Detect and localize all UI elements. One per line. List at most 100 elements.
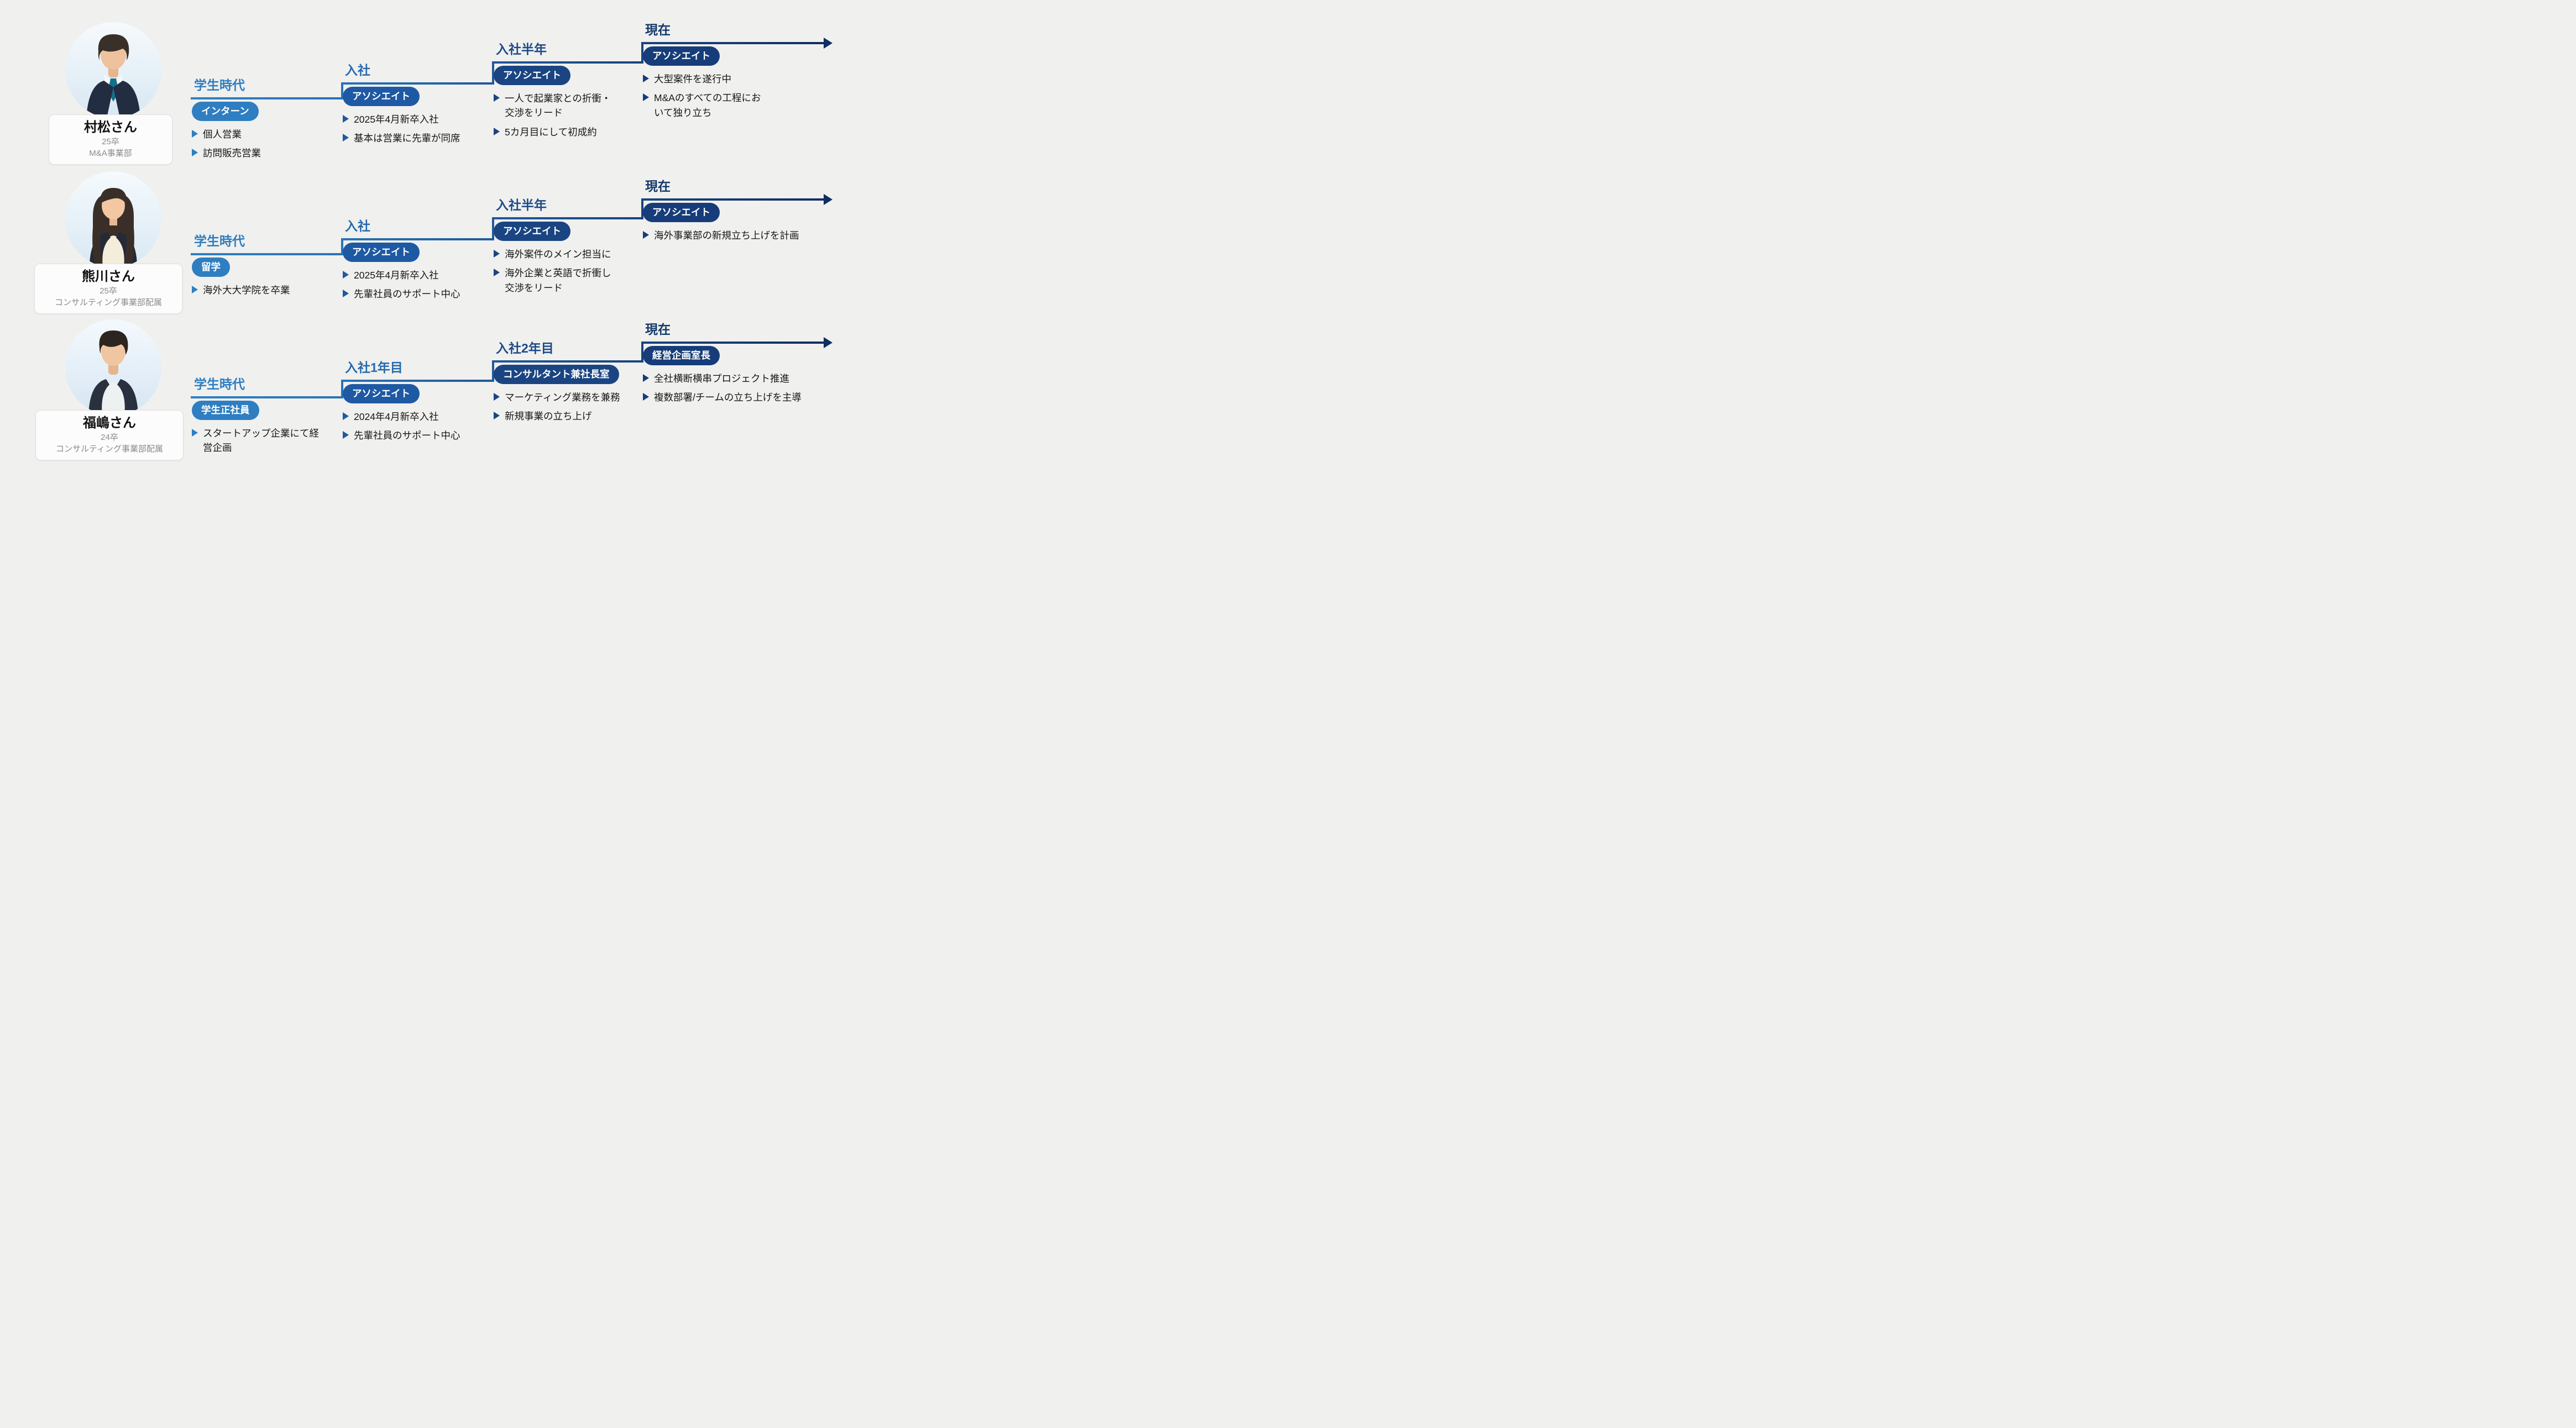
person-grad-year: 24卒 [101,433,118,442]
timeline-segment [492,217,641,219]
bullet-arrow-icon [343,290,349,298]
bullet-item: M&Aのすべての工程にお いて独り立ち [643,91,834,120]
timeline-riser [641,198,643,219]
timeline-riser [492,61,494,85]
bullet-text: 海外事業部の新規立ち上げを計画 [654,230,799,241]
bullet-text: 訪問販売営業 [203,148,261,159]
bullet-arrow-icon [192,130,198,138]
bullet-item: 海外大大学院を卒業 [192,283,330,297]
bullet-text: 基本は営業に先輩が同席 [354,133,460,144]
bullet-arrow-icon [343,134,349,142]
bullet-arrow-icon [192,286,198,293]
timeline-arrowhead-icon [824,337,833,348]
bullet-item: 2024年4月新卒入社 [343,410,488,424]
timeline-riser [341,82,343,99]
person-name: 熊川さん [82,269,135,284]
name-card: 村松さん 25卒 M&A事業部 [49,114,172,165]
timeline-riser [341,238,343,255]
role-badge: アソシエイト [494,66,570,85]
bullet-arrow-icon [494,94,500,102]
timeline-stage: 入社 アソシエイト 2025年4月新卒入社 先輩社員のサポート中心 [343,219,488,302]
bullet-arrow-icon [643,75,649,82]
stage-label: 入社2年目 [496,341,554,355]
timeline-stage: 学生時代 留学 海外大大学院を卒業 [192,234,330,297]
avatar-photo [65,171,161,267]
bullet-arrow-icon [494,127,500,135]
name-card: 熊川さん 25卒 コンサルティング事業部配属 [34,264,182,314]
bullet-item: 基本は営業に先輩が同席 [343,131,488,145]
bullet-item: 5カ月目にして初成約 [494,125,638,139]
bullet-arrow-icon [494,412,500,420]
timeline-riser [641,42,643,64]
bullet-text: 新規事業の立ち上げ [505,411,592,422]
person-department: M&A事業部 [89,149,132,158]
avatar-photo [65,22,161,118]
woman-portrait [65,171,161,267]
role-badge: アソシエイト [343,87,420,106]
person-department: コンサルティング事業部配属 [55,444,164,454]
timeline-stage: 入社半年 アソシエイト 一人で起業家との折衝・ 交渉をリード 5カ月目にして初成… [494,42,638,139]
stage-label: 入社半年 [496,198,547,212]
timeline-stage: 入社半年 アソシエイト 海外案件のメイン担当に 海外企業と英語で折衝し 交渉をリ… [494,198,638,295]
bullet-item: 先輩社員のサポート中心 [343,428,488,443]
bullet-arrow-icon [343,271,349,279]
role-badge: アソシエイト [643,46,720,66]
bullet-item: スタートアップ企業にて経 営企画 [192,426,330,455]
bullet-arrow-icon [643,393,649,401]
timeline-segment [641,42,824,44]
bullet-arrow-icon [643,374,649,382]
bullet-item: マーケティング業務を兼務 [494,390,642,405]
bullet-text: 大型案件を遂行中 [654,74,731,85]
timeline-segment [492,360,641,363]
timeline-segment [341,380,492,382]
bullet-text: マーケティング業務を兼務 [505,392,620,403]
timeline-segment [341,238,492,240]
timeline-riser [641,342,643,363]
timeline-stage: 現在 経営企画室長 全社横断横串プロジェクト推進 複数部署/チームの立ち上げを主… [643,322,834,405]
bullet-text: 海外企業と英語で折衝し 交渉をリード [505,267,611,293]
bullet-item: 海外案件のメイン担当に [494,247,638,261]
role-badge: コンサルタント兼社長室 [494,365,619,384]
timeline-stage: 入社 アソシエイト 2025年4月新卒入社 基本は営業に先輩が同席 [343,63,488,146]
timeline-segment [341,82,492,85]
bullet-item: 全社横断横串プロジェクト推進 [643,371,834,386]
career-timeline-infographic: 村松さん 25卒 M&A事業部 学生時代 インターン 個人営業 訪問販売営業 入… [0,0,867,480]
stage-label: 現在 [645,322,671,337]
bullet-arrow-icon [192,429,198,437]
timeline-stage: 学生時代 インターン 個人営業 訪問販売営業 [192,78,330,161]
bullet-arrow-icon [192,149,198,157]
role-badge: アソシエイト [494,222,570,241]
bullet-item: 2025年4月新卒入社 [343,112,488,127]
role-badge: 経営企画室長 [643,346,720,365]
timeline-segment [191,396,341,398]
timeline-stage: 入社1年目 アソシエイト 2024年4月新卒入社 先輩社員のサポート中心 [343,360,488,443]
timeline-stage: 現在 アソシエイト 大型案件を遂行中 M&Aのすべての工程にお いて独り立ち [643,23,834,120]
bullet-text: 先輩社員のサポート中心 [354,288,460,300]
role-badge: アソシエイト [343,384,420,403]
bullet-item: 個人営業 [192,127,330,141]
bullet-item: 訪問販売営業 [192,146,330,160]
bullet-text: 2024年4月新卒入社 [354,411,439,422]
bullet-text: 2025年4月新卒入社 [354,270,439,281]
bullet-text: 海外案件のメイン担当に [505,249,611,260]
name-card: 福嶋さん 24卒 コンサルティング事業部配属 [35,410,184,460]
timeline-stage: 入社2年目 コンサルタント兼社長室 マーケティング業務を兼務 新規事業の立ち上げ [494,341,642,424]
timeline-riser [492,360,494,382]
stage-label: 入社 [345,219,370,233]
bullet-text: 全社横断横串プロジェクト推進 [654,373,789,384]
stage-label: 現在 [645,179,671,193]
timeline-segment [191,97,341,99]
bullet-arrow-icon [343,115,349,123]
bullet-text: 先輩社員のサポート中心 [354,430,460,442]
bullet-item: 海外事業部の新規立ち上げを計画 [643,228,834,243]
stage-label: 学生時代 [194,234,245,248]
bullet-item: 2025年4月新卒入社 [343,268,488,282]
timeline-riser [492,217,494,240]
bullet-item: 海外企業と英語で折衝し 交渉をリード [494,266,638,295]
bullet-arrow-icon [494,269,500,277]
stage-label: 入社 [345,63,370,77]
timeline-segment [641,342,824,344]
timeline-stage: 現在 アソシエイト 海外事業部の新規立ち上げを計画 [643,179,834,243]
stage-label: 学生時代 [194,377,245,391]
role-badge: アソシエイト [343,243,420,262]
